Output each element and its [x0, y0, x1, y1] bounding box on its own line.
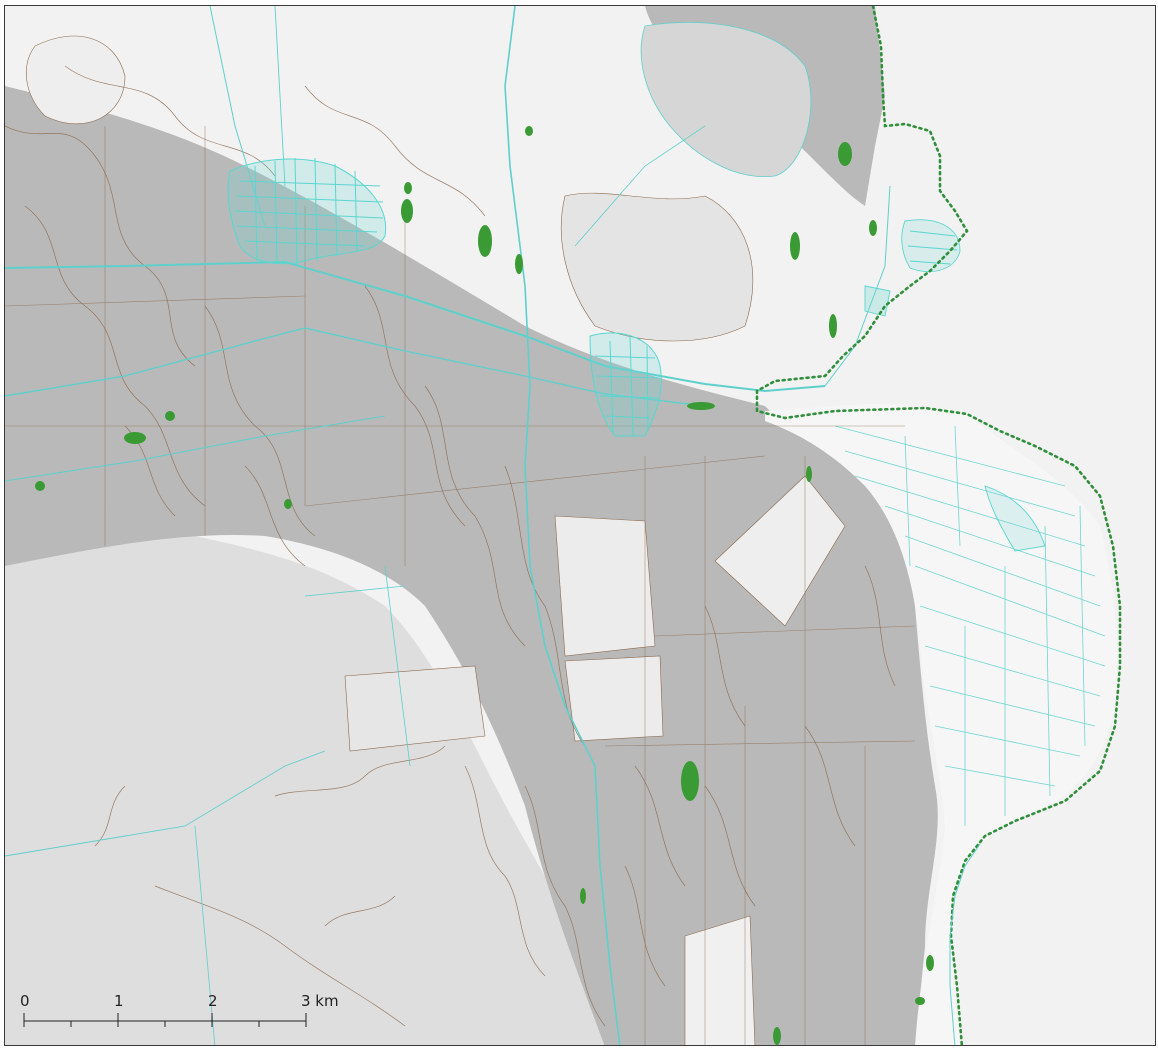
- green-patch: [165, 411, 175, 421]
- light-patch: [684, 915, 756, 1045]
- green-patch: [790, 232, 800, 260]
- contour-lines: [5, 65, 896, 1027]
- light-patch: [564, 655, 664, 742]
- forest-blocks: [5, 6, 938, 1045]
- green-patch: [773, 1027, 781, 1045]
- field-grid: [834, 425, 1106, 826]
- protected-area-boundary: [755, 6, 1122, 1045]
- light-area: [5, 533, 625, 1045]
- green-patch: [478, 225, 492, 257]
- green-patch: [806, 466, 812, 482]
- green-patch: [35, 481, 45, 491]
- settlement-center: [589, 332, 662, 437]
- forest-block-lines: [5, 126, 916, 1045]
- green-patch: [687, 402, 715, 410]
- green-patch: [681, 761, 699, 801]
- roads: [5, 6, 891, 1045]
- green-patch: [580, 888, 586, 904]
- light-patch: [344, 665, 486, 752]
- green-patch: [838, 142, 852, 166]
- green-patch: [284, 499, 292, 509]
- green-patch: [515, 254, 523, 274]
- green-patches: [35, 126, 934, 1045]
- scalebar-label-1: 1: [114, 992, 124, 1010]
- floodplain: [765, 404, 1117, 1045]
- green-patch: [401, 199, 413, 223]
- green-patch: [404, 182, 412, 194]
- light-patch: [560, 192, 754, 342]
- light-patch: [554, 515, 656, 657]
- lake: [640, 22, 812, 178]
- light-patch: [25, 35, 126, 125]
- settlement-north: [227, 157, 387, 265]
- scalebar-label-3km: 3 km: [301, 992, 339, 1010]
- light-patch: [714, 475, 846, 627]
- map-canvas[interactable]: 0 1 2 3 km: [5, 6, 1156, 1046]
- scalebar-label-2: 2: [208, 992, 218, 1010]
- green-patch: [124, 432, 146, 444]
- scalebar: 0 1 2 3 km: [20, 992, 339, 1027]
- green-patch: [869, 220, 877, 236]
- green-patch: [829, 314, 837, 338]
- green-patch: [926, 955, 934, 971]
- map-frame[interactable]: 0 1 2 3 km: [4, 5, 1156, 1046]
- green-patch: [915, 997, 925, 1005]
- green-patch: [525, 126, 533, 136]
- scalebar-label-0: 0: [20, 992, 30, 1010]
